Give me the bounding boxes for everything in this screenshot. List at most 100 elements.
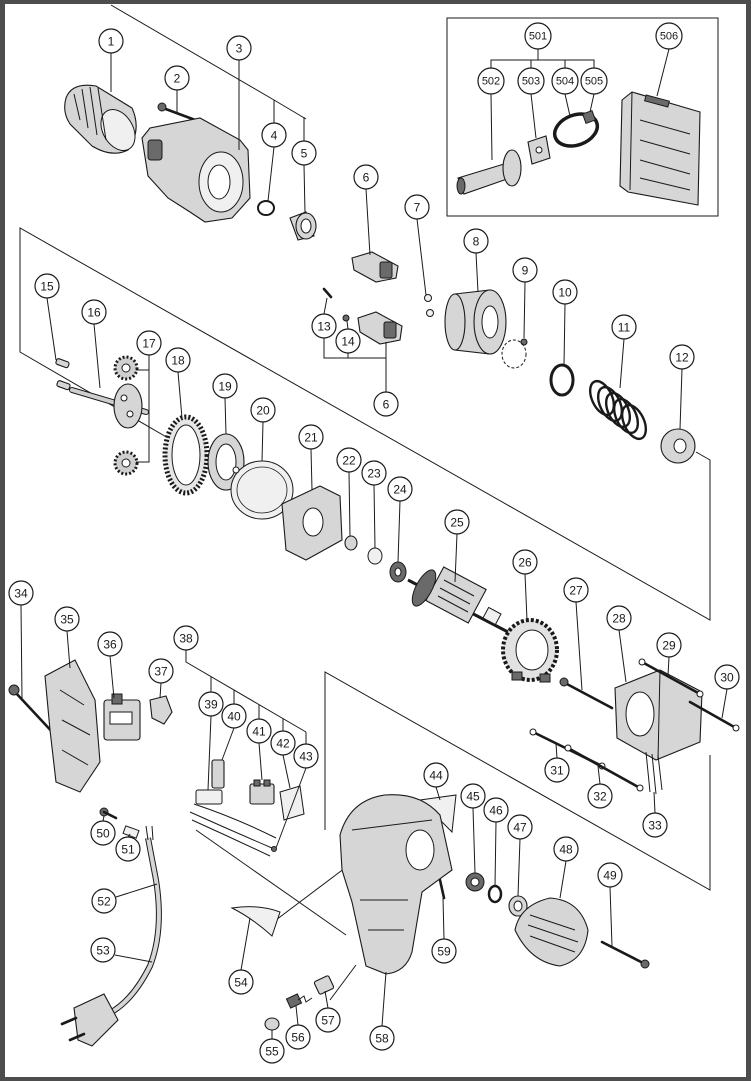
leader-line: [310, 448, 313, 491]
callout-circle: [90, 820, 116, 846]
callout-circle: [148, 658, 174, 684]
leader-line: [221, 727, 235, 761]
leader-line: [267, 146, 275, 202]
callout-number: 25: [450, 516, 464, 530]
callout-circle: [431, 938, 457, 964]
callout-56: 56: [285, 1024, 311, 1050]
accessory-box: [446, 17, 719, 217]
callout-number: 31: [550, 764, 564, 778]
callout-number: 32: [593, 790, 607, 804]
callout-number: 38: [179, 632, 193, 646]
callout-number: 45: [466, 790, 480, 804]
callout-circle: [642, 812, 668, 838]
callout-8: 8: [463, 228, 489, 254]
part-drawing-5: [289, 211, 317, 241]
part-drawing-502: [456, 149, 522, 195]
callout-number: 37: [154, 665, 168, 679]
callout-circle: [563, 577, 589, 603]
leader-line: [185, 650, 307, 733]
callout-circle: [656, 632, 682, 658]
part-drawing-42: [279, 785, 305, 821]
leader-line: [240, 917, 251, 971]
part-drawing-3: [141, 117, 251, 223]
callout-number: 6: [363, 171, 370, 185]
part-drawing-29: [638, 658, 704, 698]
callout-circle: [524, 22, 552, 50]
callout-54: 54: [228, 969, 254, 995]
callout-circle: [221, 703, 247, 729]
part-drawing-49: [600, 940, 650, 969]
callout-502: 502: [477, 67, 505, 95]
callout-41: 41: [246, 718, 272, 744]
part-drawing-36: [103, 693, 141, 741]
callout-circle: [387, 476, 413, 502]
callout-number: 14: [341, 335, 355, 349]
callout-48: 48: [553, 836, 579, 862]
part-drawing-6-upper: [351, 251, 399, 283]
part-drawing-505: [581, 109, 597, 125]
leader-line: [472, 807, 476, 874]
callout-50: 50: [90, 820, 116, 846]
callout-32: 32: [587, 783, 613, 809]
callout-circle: [164, 65, 190, 91]
leader-line: [490, 93, 493, 161]
callout-31: 31: [544, 757, 570, 783]
callout-circle: [250, 397, 276, 423]
callout-circle: [423, 762, 449, 788]
callout-circle: [98, 28, 124, 54]
grouping-lines: [19, 4, 711, 1001]
callout-504: 504: [551, 67, 579, 95]
callout-57: 57: [315, 1007, 341, 1033]
callout-number: 28: [612, 612, 626, 626]
callout-number: 505: [585, 76, 603, 88]
leader-line: [93, 323, 101, 389]
callout-number: 17: [142, 337, 156, 351]
callout-number: 59: [437, 945, 451, 959]
leader-line: [494, 821, 497, 887]
callout-number: 33: [648, 819, 662, 833]
callout-circle: [611, 314, 637, 340]
part-drawing-503: [527, 135, 551, 165]
callout-51: 51: [115, 836, 141, 862]
leader-lines: [20, 48, 728, 1039]
callout-circle: [655, 22, 683, 50]
part-drawing-14: [342, 314, 350, 322]
callout-33: 33: [642, 812, 668, 838]
callout-506: 506: [655, 22, 683, 50]
part-drawing-52: [106, 825, 162, 1017]
leader-line: [207, 715, 212, 791]
callout-12: 12: [669, 344, 695, 370]
callout-circle: [285, 1024, 311, 1050]
callout-number: 22: [342, 454, 356, 468]
part-drawing-54: [230, 906, 281, 937]
callout-circle: [587, 783, 613, 809]
callout-21: 21: [298, 424, 324, 450]
part-drawing-13: [322, 287, 333, 299]
part-drawing-40: [211, 759, 225, 789]
part-drawing-38: [189, 803, 277, 857]
part-drawing-18: [162, 414, 210, 496]
callout-52: 52: [91, 888, 117, 914]
callout-circle: [353, 164, 379, 190]
leader-line: [597, 765, 601, 785]
part-drawing-7: [424, 294, 434, 317]
callout-circle: [293, 743, 319, 769]
callout-6: 6: [353, 164, 379, 190]
callout-number: 27: [569, 584, 583, 598]
callout-15: 15: [34, 273, 60, 299]
callout-number: 15: [40, 280, 54, 294]
callout-11: 11: [611, 314, 637, 340]
callout-layer: 1234567891011121314615161718192021222324…: [8, 28, 740, 1064]
leader-line: [524, 573, 528, 621]
callout-circle: [315, 1007, 341, 1033]
leader-line: [475, 252, 479, 293]
callout-number: 58: [375, 1032, 389, 1046]
callout-circle: [90, 937, 116, 963]
leader-line: [323, 297, 328, 315]
callout-number: 46: [489, 804, 503, 818]
callout-number: 54: [234, 976, 248, 990]
callout-20: 20: [250, 397, 276, 423]
callout-5: 5: [291, 140, 317, 166]
callout-number: 1: [108, 35, 115, 49]
callout-circle: [517, 67, 545, 95]
